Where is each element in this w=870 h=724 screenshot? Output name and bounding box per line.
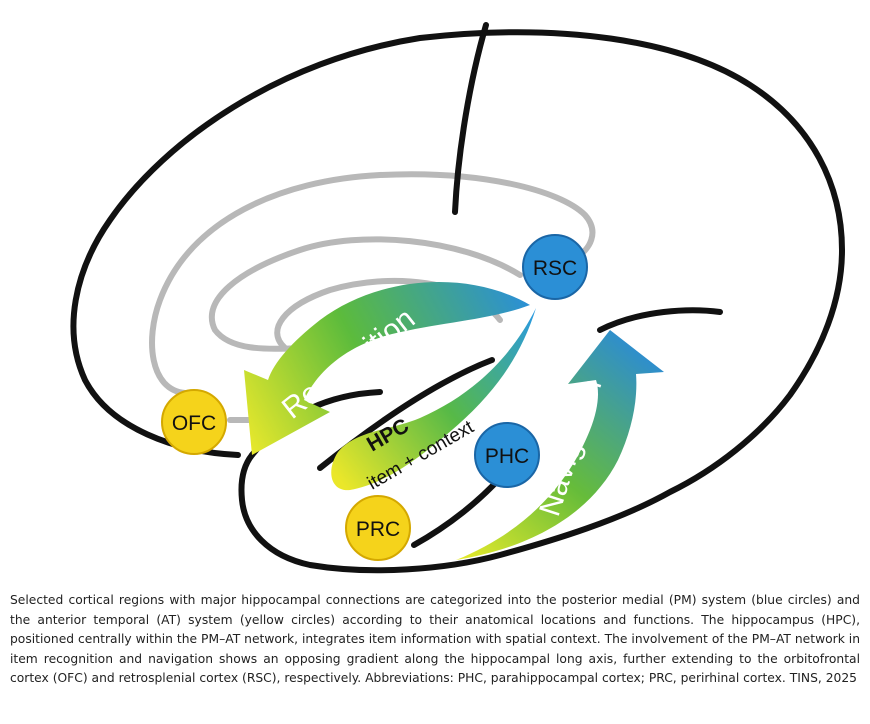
prc-circle xyxy=(345,495,411,561)
ofc-node: OFC xyxy=(161,389,227,455)
rsc-circle xyxy=(522,234,588,300)
navigation-arrow xyxy=(456,330,664,560)
ofc-circle xyxy=(161,389,227,455)
phc-label: PHC xyxy=(485,445,529,468)
prc-label: PRC xyxy=(356,518,400,541)
rsc-label: RSC xyxy=(533,257,577,280)
rsc-node: RSC xyxy=(522,234,588,300)
hippocampus-shape xyxy=(331,308,536,491)
phc-circle xyxy=(474,422,540,488)
recognition-arrow xyxy=(244,282,530,455)
figure-caption: Selected cortical regions with major hip… xyxy=(10,593,860,686)
brain-diagram: Recognition HPC item + context Navigatio… xyxy=(70,22,845,574)
ofc-label: OFC xyxy=(172,412,216,435)
phc-node: PHC xyxy=(474,422,540,488)
prc-node: PRC xyxy=(345,495,411,561)
